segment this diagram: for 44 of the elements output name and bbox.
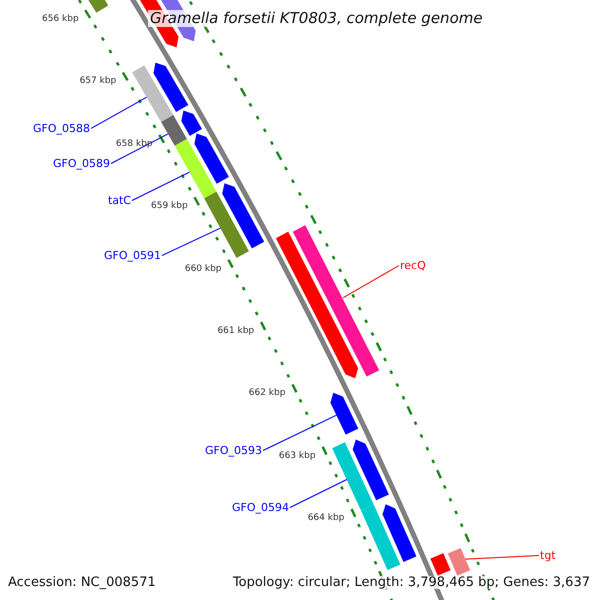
scale-label: 657 kbp <box>80 77 116 86</box>
gene-feature <box>292 225 380 376</box>
gene-feature <box>222 183 264 248</box>
scale-label: 664 kbp <box>308 514 344 523</box>
gene-feature <box>448 548 470 576</box>
leader-line <box>90 96 148 129</box>
gene-label: tgt <box>540 550 556 561</box>
genome-title: Gramella forsetii KT0803, complete genome <box>148 10 485 27</box>
leader-line <box>110 133 168 164</box>
leader-line <box>342 265 400 298</box>
scale-label: 656 kbp <box>42 15 79 24</box>
gene-feature <box>154 62 188 112</box>
gene-feature <box>330 392 358 435</box>
scale-label: 662 kbp <box>248 389 286 398</box>
gene-feature <box>361 504 400 570</box>
gene-feature <box>194 133 229 184</box>
gene-feature <box>174 138 216 198</box>
gene-feature <box>430 553 451 576</box>
gene-feature <box>181 110 202 136</box>
leader-line <box>464 555 540 560</box>
leader-line <box>290 479 348 508</box>
gene-label: GFO_0594 <box>232 502 289 513</box>
gene-feature <box>332 442 374 511</box>
scale-label: 660 kbp <box>184 264 222 274</box>
genome-info-text: Topology: circular; Length: 3,798,465 bp; Genes: 3,637 <box>232 576 590 589</box>
gene-label: recQ <box>400 260 426 271</box>
gene-label: GFO_0589 <box>52 158 110 169</box>
gene-label: tatC <box>108 195 131 206</box>
scale-label: 659 kbp <box>151 202 188 212</box>
gene-label: GFO_0591 <box>104 250 161 261</box>
leader-line <box>262 414 337 451</box>
gene-label: GFO_0593 <box>204 445 262 456</box>
gene-feature <box>161 115 187 146</box>
scale-label: 663 kbp <box>278 452 316 461</box>
gene-label: GFO_0588 <box>32 123 90 134</box>
gene-feature <box>204 192 249 258</box>
scale-label: 661 kbp <box>217 326 254 336</box>
gene-feature <box>352 440 389 500</box>
gene-feature <box>132 65 174 122</box>
leader-line <box>132 172 190 201</box>
gene-feature <box>276 232 358 378</box>
gene-feature <box>382 504 416 562</box>
accession-text: Accession: NC_008571 <box>8 576 156 589</box>
leader-line <box>162 228 221 256</box>
